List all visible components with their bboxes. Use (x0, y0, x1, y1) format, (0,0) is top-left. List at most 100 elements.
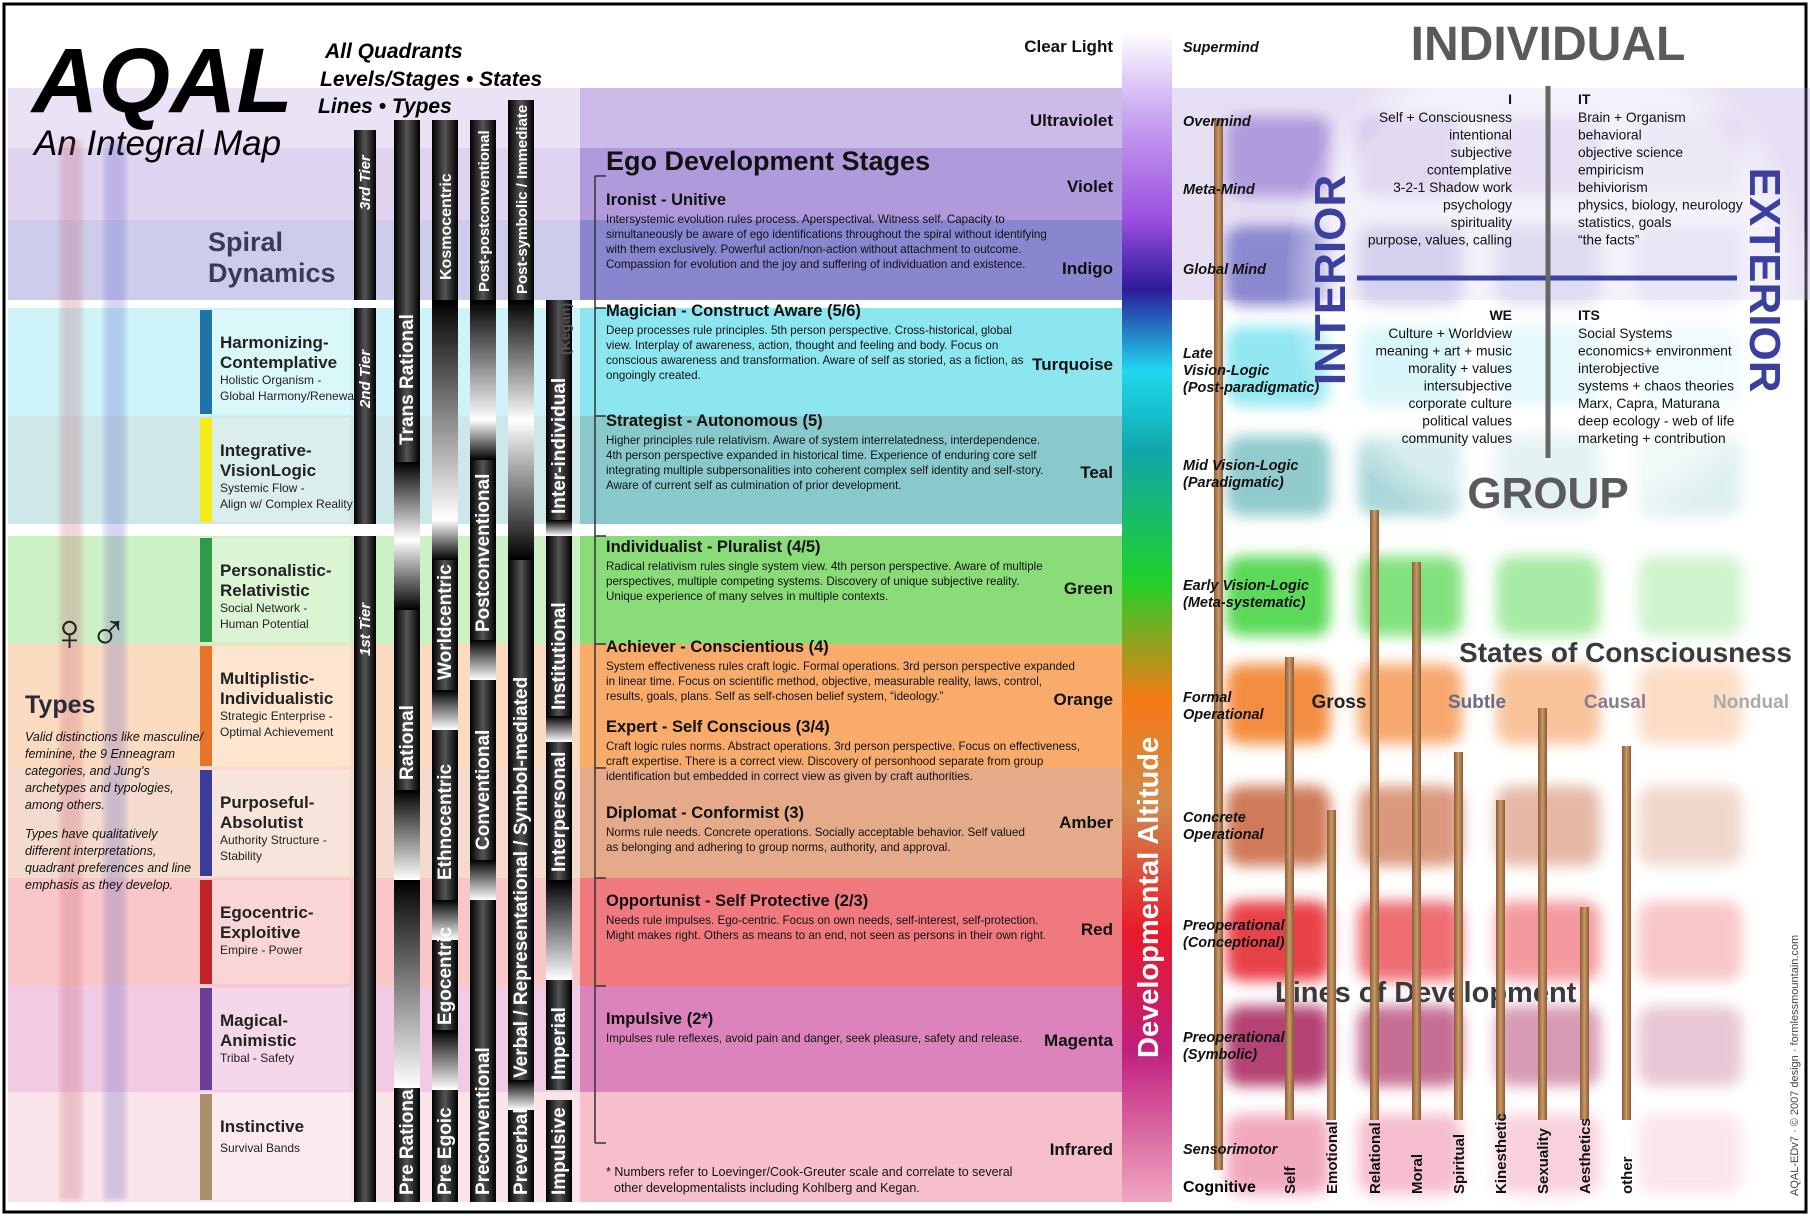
imperial-bar (546, 980, 572, 1090)
ego-line-3-2: Unique experience of many selves in mult… (606, 590, 888, 603)
ego-line-2-1: 4th person perspective expanded in histo… (606, 449, 1037, 462)
world-fade (432, 690, 458, 730)
meme-sub-1-0: Holistic Organism - (220, 373, 321, 387)
tagline-3: Lines • Types (318, 95, 452, 118)
types-p2-1: different interpretations, (25, 844, 156, 858)
types-p1-3: archetypes and typologies, (25, 781, 174, 795)
grid-cell-5-1 (1358, 664, 1462, 744)
states-heading: States of Consciousness (1459, 637, 1792, 668)
inter-individual-bar (546, 300, 572, 520)
grid-cell-9-2 (1496, 1114, 1600, 1194)
level-5: Teal (1080, 463, 1113, 482)
ego-fade (432, 1030, 458, 1090)
ego-title-6: Diplomat - Conformist (3) (606, 804, 804, 822)
types-p1-4: among others. (25, 798, 105, 812)
meme-swatch-4 (200, 770, 212, 876)
pre-egoic-bar (432, 1090, 458, 1202)
line-bar-7 (1580, 907, 1589, 1120)
line-bar-2 (1370, 510, 1379, 1120)
cog-8-2: Operational (1183, 827, 1265, 843)
world-fade-in (432, 520, 458, 560)
cog-5-2: (Paradigmatic) (1183, 475, 1284, 491)
cog-4-1: Late (1183, 346, 1213, 362)
quad-item-IT-1: behavioral (1578, 128, 1642, 143)
ethnocentric-bar (432, 730, 458, 900)
conventional-bar (470, 680, 496, 860)
symb-fade (508, 300, 534, 420)
level-3: Indigo (1062, 259, 1113, 278)
quad-head-WE: WE (1489, 307, 1512, 323)
preconventional-label: Preconventional (473, 1047, 494, 1195)
meme-name-2-0: Contemplative (220, 353, 337, 372)
state-1: Subtle (1448, 692, 1506, 713)
rational-label: Rational (397, 705, 418, 780)
postconventional-label: Postconventional (473, 474, 494, 632)
meme-name-2-4: Absolutist (220, 813, 303, 832)
meme-swatch-6 (200, 988, 212, 1090)
band-4 (580, 416, 1122, 524)
quad-head-ITS: ITS (1578, 307, 1600, 323)
cognitive-footer: Cognitive (1183, 1179, 1256, 1196)
grid-cell-3-0 (1226, 436, 1330, 516)
meme-sub-1-1: Systemic Flow - (220, 481, 305, 495)
post-postconventional-label: Post-postconventional (476, 130, 493, 292)
meme-sub-1-2: Social Network - (220, 601, 307, 615)
quad-item-WE-5: political values (1422, 414, 1512, 429)
line-bar-8 (1622, 746, 1631, 1120)
ego-title-1: Magician - Construct Aware (5/6) (606, 302, 861, 320)
ego-line-2-2: integrating multiple subpersonalities in… (606, 464, 1043, 477)
meme-name-1-2: Personalistic- (220, 561, 332, 580)
cognitive-line (1214, 120, 1223, 1170)
quad-item-I-6: spirituality (1451, 215, 1512, 230)
quad-item-IT-5: physics, biology, neurology (1578, 198, 1743, 213)
meme-sub-2-1: Align w/ Complex Reality (220, 497, 353, 511)
meme-sub-1-7: Survival Bands (220, 1141, 300, 1155)
pre-egoic-label: Pre Egoic (435, 1107, 456, 1195)
quad-item-WE-1: meaning + art + music (1375, 344, 1512, 359)
meme-swatch-0 (200, 310, 212, 414)
band-5 (580, 536, 1122, 644)
ego-line-1-1: view. Interplay of awareness, action, th… (606, 339, 998, 352)
types-stripe-1 (60, 140, 82, 1200)
state-0: Gross (1312, 692, 1367, 713)
egocentric-bar (432, 940, 458, 1030)
meme-name-2-5: Exploitive (220, 923, 300, 942)
line-label-8: other (1619, 1156, 1636, 1194)
grid-cell-4-2 (1496, 556, 1600, 636)
line-label-3: Moral (1409, 1154, 1426, 1194)
quad-item-ITS-2: interobjective (1578, 361, 1660, 376)
ethnocentric-label: Ethnocentric (435, 763, 456, 880)
cog-4-2: Vision-Logic (1183, 363, 1269, 379)
band-8 (580, 878, 1122, 986)
quad-item-I-1: intentional (1449, 128, 1512, 143)
meme-sub-1-3: Strategic Enterprise - (220, 709, 333, 723)
meme-name-1-1: Integrative- (220, 441, 312, 460)
ppc-fade (470, 300, 496, 420)
quad-item-ITS-3: systems + chaos theories (1578, 379, 1734, 394)
cog-3-1: Global Mind (1183, 262, 1267, 278)
verbal-fade-in (508, 420, 534, 560)
meme-sub-2-2: Human Potential (220, 617, 309, 631)
grid-cell-9-1 (1358, 1114, 1462, 1194)
preverbal-bar (508, 1110, 534, 1202)
ego-title-3: Individualist - Pluralist (4/5) (606, 538, 821, 556)
meme-swatch-7 (200, 1094, 212, 1200)
ego-line-0-2: with them exclusively. Powerful action/n… (605, 243, 1021, 256)
institutional-bar (546, 536, 572, 716)
quad-item-IT-6: statistics, goals (1578, 215, 1672, 230)
meme-name-2-6: Animistic (220, 1031, 297, 1050)
line-bar-0 (1285, 657, 1294, 1120)
cog-4-3: (Post-paradigmatic) (1183, 380, 1319, 396)
kosmocentric-label: Kosmocentric (438, 173, 455, 280)
quad-item-I-7: purpose, values, calling (1368, 233, 1512, 248)
types-p2-2: quadrant preferences and line (25, 861, 191, 875)
rational-fade (394, 790, 420, 880)
gender-symbols: ♀♂ (50, 604, 128, 662)
ego-title-4: Achiever - Conscientious (4) (606, 638, 829, 656)
quad-item-I-4: 3-2-1 Shadow work (1393, 180, 1512, 195)
quad-item-I-3: contemplative (1427, 163, 1512, 178)
quad-individual: INDIVIDUAL (1411, 18, 1686, 71)
ego-line-1-2: conscious awareness and transformation. … (606, 354, 1024, 367)
